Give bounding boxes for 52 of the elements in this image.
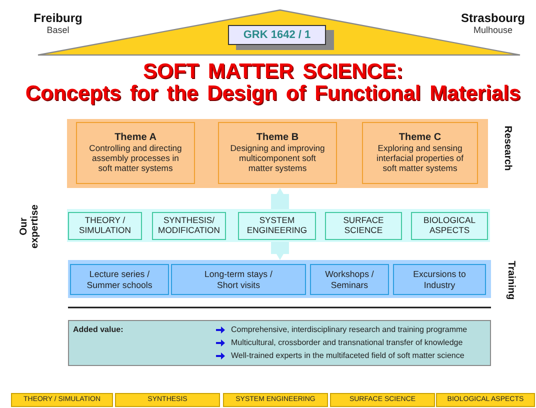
topic-box (330, 393, 435, 407)
box-label: Long-term stays / Short visits (204, 269, 274, 290)
topic-box (436, 393, 535, 407)
theme-heading: Theme B (256, 132, 299, 144)
research-label: Research (500, 125, 512, 170)
box-label: Exploring and sensing interfacial properties of soft matter systems (376, 144, 464, 174)
theme-box (362, 122, 478, 184)
box-label: SURFACE SCIENCE (342, 216, 385, 236)
theme-heading: Theme A (114, 132, 156, 144)
expertise-label: Our expertise (20, 203, 40, 250)
expertise-box (68, 212, 142, 240)
expertise-box (238, 212, 316, 240)
bullet-text: Well-trained experts in the multifaceted field of soft matter science (231, 351, 464, 360)
city-label: Basel (46, 25, 70, 35)
panel-heading: Added value: (73, 325, 124, 334)
title-badge (228, 25, 326, 45)
training-box (310, 264, 389, 295)
city-label: Strasbourg (460, 11, 526, 25)
theme-heading: Theme C (398, 132, 442, 144)
box-label: Workshops / Seminars (324, 269, 375, 290)
training-label: Training (504, 260, 516, 300)
city-label: Freiburg (32, 11, 84, 25)
box-label: THEORY / SIMULATION (78, 216, 132, 236)
expertise-box (152, 212, 226, 240)
training-box (171, 264, 306, 295)
expertise-box (325, 212, 402, 240)
box-label: GRK 1642 / 1 (243, 28, 311, 42)
theme-box (218, 122, 337, 184)
double-arrow (271, 188, 289, 209)
research-band (67, 119, 488, 188)
double-arrow (271, 242, 289, 260)
box-label: SYSTEM ENGINEERING (246, 216, 308, 236)
expertise-band (67, 209, 490, 242)
box-label: Controlling and directing assembly processes in soft matter systems (88, 144, 183, 174)
box-label: Excursions to Industry (412, 269, 467, 290)
box-label: SYNTHESIS/ MODIFICATION (157, 216, 221, 236)
expertise-box (411, 212, 488, 240)
added-value-panel (68, 320, 491, 366)
city-label: Mulhouse (472, 25, 514, 35)
box-label: Lecture series / Summer schools (86, 269, 154, 290)
topic-box (115, 393, 220, 407)
training-box (393, 264, 486, 295)
training-band (68, 260, 491, 298)
box-label: Designing and improving multicomponent soft matter systems (229, 144, 326, 174)
bullet-text: Comprehensive, interdisciplinary research and training programme (231, 325, 468, 334)
title: SOFT MATTER SCIENCE: Concepts for the Design of Functional Materials (24, 61, 522, 106)
topic-box (11, 393, 113, 407)
box-label: BIOLOGICAL ASPECTS (422, 216, 477, 236)
theme-box (76, 122, 195, 184)
bullet-text: Multicultural, crossborder and transnational transfer of knowledge (231, 338, 463, 348)
training-box (70, 264, 169, 295)
topic-box (223, 393, 328, 407)
